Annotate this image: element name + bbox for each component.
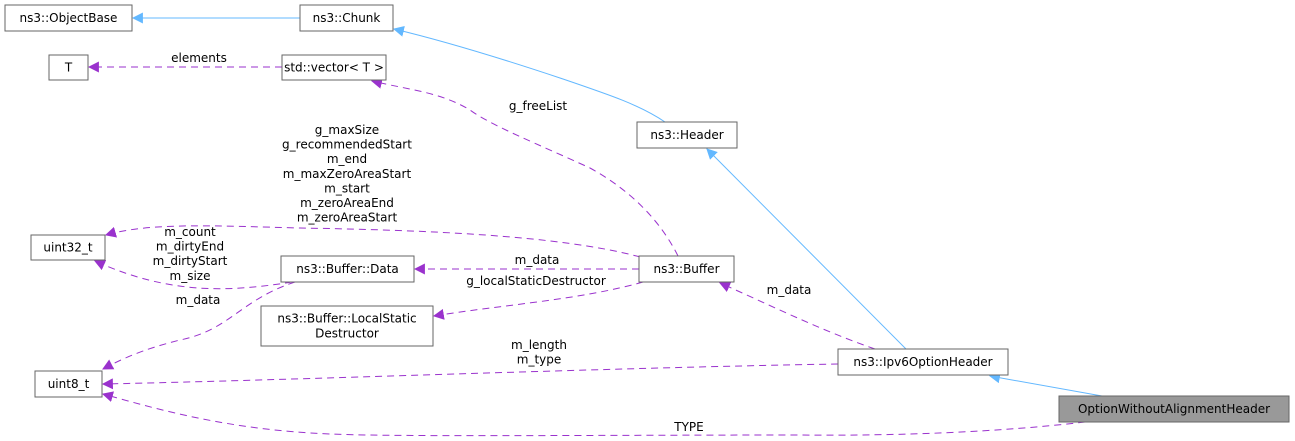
edge-use-buffer-vector <box>370 77 679 257</box>
node-label: ns3::Buffer::LocalStatic <box>277 312 416 326</box>
node-label: OptionWithoutAlignmentHeader <box>1078 402 1270 416</box>
edge-label-vector_t: elements <box>171 51 227 65</box>
node-option[interactable]: OptionWithoutAlignmentHeader <box>1058 395 1290 423</box>
edge-label-buffer_uint32: g_maxSize <box>315 123 379 137</box>
edge-use-ipv6-uint8 <box>101 363 839 390</box>
node-label: ns3::Header <box>650 128 723 142</box>
node-objectbase[interactable]: ns3::ObjectBase <box>4 4 133 32</box>
edge-label-option_uint8: TYPE <box>673 420 703 434</box>
edge-label-buffer_uint32: m_zeroAreaEnd <box>300 196 394 210</box>
node-label: T <box>64 61 73 75</box>
node-label: ns3::Chunk <box>313 11 381 25</box>
edge-use-ipv6-buffer <box>718 281 876 350</box>
node-label: ns3::ObjectBase <box>20 11 118 25</box>
edge-label-buffer_uint32: m_maxZeroAreaStart <box>283 167 412 181</box>
edge-label-buffer_uint32: m_end <box>327 152 367 166</box>
edge-use-option-uint8 <box>101 391 1086 437</box>
edge-label-buffer_uint32: g_recommendedStart <box>282 138 412 152</box>
node-vector[interactable]: std::vector< T > <box>281 54 387 81</box>
edge-use-data-uint32 <box>93 260 293 290</box>
node-buffer[interactable]: ns3::Buffer <box>638 255 735 283</box>
edge-use-buffer-local <box>432 281 644 320</box>
node-label: uint32_t <box>43 241 93 255</box>
edge-label-ipv6_uint8: m_length <box>511 338 567 352</box>
edge-label-ipv6_buffer: m_data <box>767 283 812 297</box>
node-uint32[interactable]: uint32_t <box>30 234 106 261</box>
edge-label-data_uint32: m_count <box>164 225 216 239</box>
edge-use-data-uint8 <box>102 281 296 370</box>
edge-inh-option-ipv6 <box>988 372 1103 397</box>
node-label: uint8_t <box>48 377 90 391</box>
edge-inh-header-chunk <box>392 25 666 123</box>
edge-label-data_uint32: m_dirtyEnd <box>156 240 224 254</box>
edge-label-data_uint32: m_dirtyStart <box>153 254 228 268</box>
node-header[interactable]: ns3::Header <box>636 121 738 149</box>
node-uint8[interactable]: uint8_t <box>34 370 103 398</box>
edge-inh-ipv6-header <box>706 148 907 350</box>
edge-label-data_uint32: m_size <box>170 269 211 283</box>
node-chunk[interactable]: ns3::Chunk <box>299 4 394 32</box>
edge-label-buffer_local: g_localStaticDestructor <box>466 274 606 288</box>
edge-label-ipv6_uint8: m_type <box>517 353 562 367</box>
node-t[interactable]: T <box>48 54 89 81</box>
edge-label-buffer_uint32: m_start <box>324 181 370 195</box>
edge-label-buffer_vector: g_freeList <box>509 99 568 113</box>
edge-label-buffer_uint32: m_zeroAreaStart <box>297 211 398 225</box>
node-ipv6[interactable]: ns3::Ipv6OptionHeader <box>837 348 1009 376</box>
node-label: ns3::Buffer <box>654 262 720 276</box>
node-label: ns3::Buffer::Data <box>296 262 399 276</box>
edge-label-buffer_data: m_data <box>515 253 560 267</box>
node-label: std::vector< T > <box>284 61 384 75</box>
node-label: Destructor <box>315 327 379 341</box>
edge-label-data_uint8: m_data <box>176 293 221 307</box>
node-bufdata[interactable]: ns3::Buffer::Data <box>280 255 415 283</box>
node-label: ns3::Ipv6OptionHeader <box>853 355 992 369</box>
